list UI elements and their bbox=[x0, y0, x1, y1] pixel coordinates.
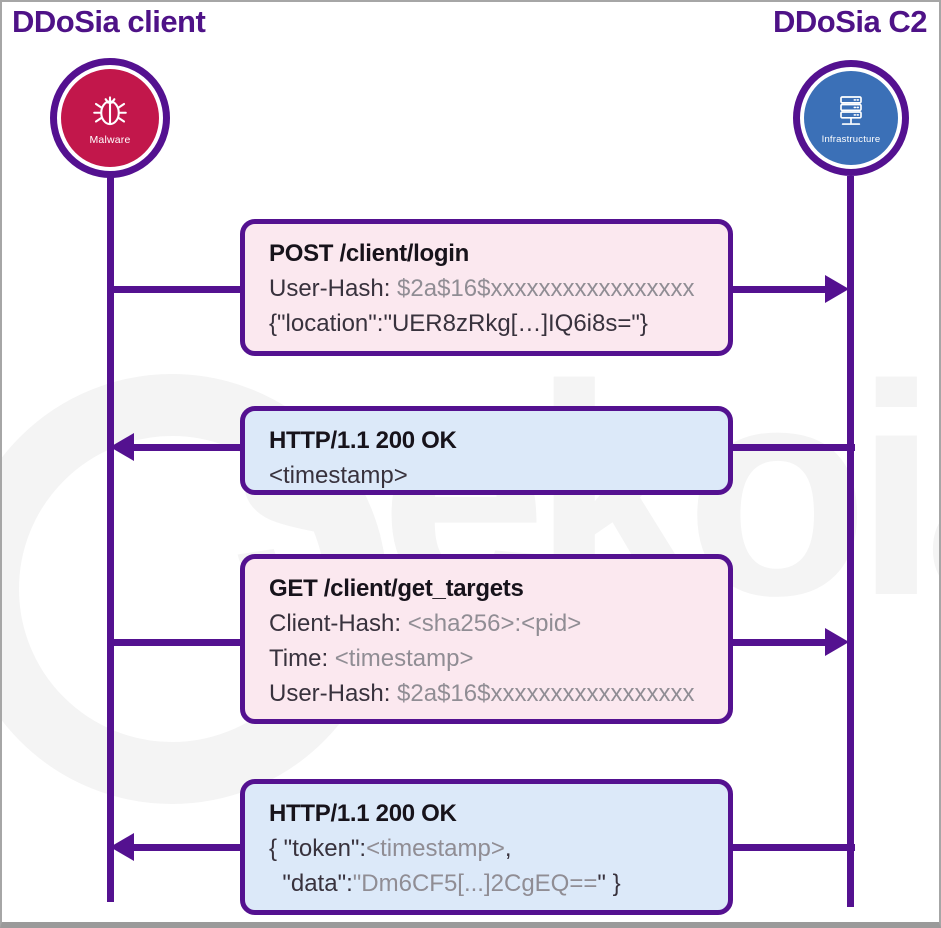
infrastructure-actor: Infrastructure bbox=[793, 60, 909, 176]
message-line: <timestamp> bbox=[269, 458, 718, 493]
client-lifeline bbox=[107, 174, 114, 902]
message-line: GET /client/get_targets bbox=[269, 571, 718, 606]
connector-line bbox=[728, 844, 855, 851]
message-text-segment: <timestamp> bbox=[366, 835, 505, 862]
message-text-segment: $2a$16$xxxxxxxxxxxxxxxxx bbox=[397, 680, 695, 707]
malware-actor: Malware bbox=[50, 58, 170, 178]
arrowhead-right-icon bbox=[825, 628, 849, 656]
message-line: POST /client/login bbox=[269, 236, 718, 271]
connector-line bbox=[728, 444, 855, 451]
message-text-segment: <timestamp> bbox=[334, 645, 474, 672]
message-line: User-Hash: $2a$16$xxxxxxxxxxxxxxxxx bbox=[269, 271, 718, 306]
message-line: HTTP/1.1 200 OK bbox=[269, 423, 718, 458]
infrastructure-label: Infrastructure bbox=[821, 133, 881, 145]
connector-line bbox=[728, 286, 827, 293]
client-title: DDoSia client bbox=[12, 4, 206, 39]
message-text-segment: "Dm6CF5[...]2CgEQ== bbox=[352, 870, 598, 897]
message-text-segment: Time: bbox=[269, 645, 335, 672]
connector-line bbox=[132, 444, 245, 451]
message-text-segment: , bbox=[504, 835, 512, 862]
server-icon bbox=[831, 92, 871, 132]
arrowhead-left-icon bbox=[110, 433, 134, 461]
message-line: {"location":"UER8zRkg[…]IQ6i8s="} bbox=[269, 306, 718, 341]
message-line: { "token":<timestamp>, bbox=[269, 831, 718, 866]
message-line: "data":"Dm6CF5[...]2CgEQ==" } bbox=[269, 866, 718, 901]
message-box-get-targets-response: HTTP/1.1 200 OK { "token":<timestamp>, "d… bbox=[240, 779, 733, 915]
message-text-segment: Client-Hash: bbox=[269, 610, 408, 637]
message-text-segment: User-Hash: bbox=[269, 275, 398, 302]
message-text-segment: "data": bbox=[269, 870, 353, 897]
message-line: User-Hash: $2a$16$xxxxxxxxxxxxxxxxx bbox=[269, 676, 718, 711]
message-line: Time: <timestamp> bbox=[269, 641, 718, 676]
connector-line bbox=[110, 286, 245, 293]
bug-icon bbox=[89, 90, 131, 132]
message-text-segment: {"location":"UER8zRkg[…]IQ6i8s="} bbox=[269, 310, 648, 337]
message-text-segment: User-Hash: bbox=[269, 680, 398, 707]
connector-line bbox=[728, 639, 827, 646]
arrowhead-right-icon bbox=[825, 275, 849, 303]
c2-lifeline bbox=[847, 176, 854, 907]
message-text-segment: { "token": bbox=[269, 835, 367, 862]
malware-label: Malware bbox=[89, 134, 131, 146]
message-line: Client-Hash: <sha256>:<pid> bbox=[269, 606, 718, 641]
c2-title: DDoSia C2 bbox=[773, 4, 927, 39]
message-text-segment: $2a$16$xxxxxxxxxxxxxxxxx bbox=[397, 275, 695, 302]
connector-line bbox=[110, 639, 245, 646]
message-text-segment: HTTP/1.1 200 OK bbox=[269, 427, 457, 454]
message-text-segment: " } bbox=[597, 870, 621, 897]
arrowhead-left-icon bbox=[110, 833, 134, 861]
connector-line bbox=[132, 844, 245, 851]
message-text-segment: HTTP/1.1 200 OK bbox=[269, 800, 457, 827]
message-line: HTTP/1.1 200 OK bbox=[269, 796, 718, 831]
message-text-segment: POST /client/login bbox=[269, 240, 469, 267]
message-text-segment: <timestamp> bbox=[269, 462, 408, 489]
message-text-segment: <sha256>:<pid> bbox=[407, 610, 582, 637]
message-text-segment: GET /client/get_targets bbox=[269, 575, 524, 602]
message-box-login-response: HTTP/1.1 200 OK <timestamp> bbox=[240, 406, 733, 495]
